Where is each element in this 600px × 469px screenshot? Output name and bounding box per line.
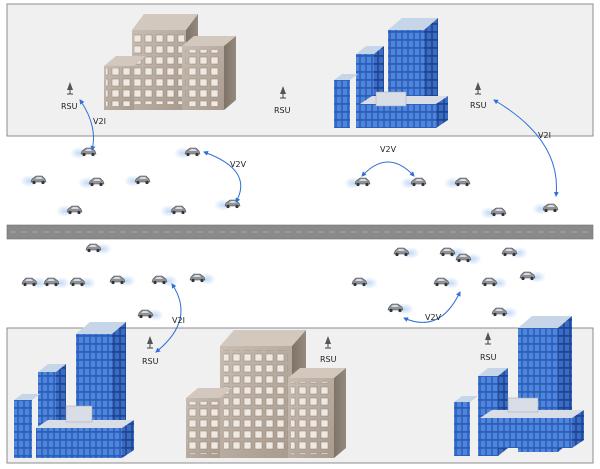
car-icon xyxy=(387,303,414,315)
car-icon xyxy=(137,309,164,321)
rsu-antenna-icon xyxy=(67,82,73,95)
v2v-label: V2V xyxy=(230,160,247,169)
rsu-antenna-icon xyxy=(485,332,491,345)
v2i-link xyxy=(79,99,96,151)
car-icon xyxy=(56,205,83,217)
car-icon xyxy=(351,277,378,289)
car-icon xyxy=(501,247,528,259)
car-icon xyxy=(20,175,47,187)
rsu-label: RSU xyxy=(480,353,497,362)
car-icon xyxy=(480,207,507,219)
v2i-label: V2I xyxy=(93,117,106,126)
rsu-label: RSU xyxy=(142,357,159,366)
car-icon xyxy=(160,205,187,217)
v2v-label: V2V xyxy=(425,313,442,322)
rsu-label: RSU xyxy=(61,102,78,111)
rsu-label: RSU xyxy=(470,101,487,110)
car-icon xyxy=(174,147,201,159)
car-icon xyxy=(109,275,136,287)
car-icon xyxy=(519,271,546,283)
glass-tower-icon xyxy=(454,316,584,456)
car-icon xyxy=(151,275,178,287)
rsu-antenna-icon xyxy=(147,336,153,349)
office-building-icon xyxy=(104,14,236,110)
car-icon xyxy=(69,277,96,289)
car-icon xyxy=(491,307,518,319)
v2v-link xyxy=(361,161,415,177)
rsu-antenna-icon xyxy=(325,336,331,349)
v2i-link xyxy=(493,99,559,197)
rsu-antenna-icon xyxy=(475,82,481,95)
v2i-link xyxy=(155,283,182,353)
v2i-label: V2I xyxy=(172,316,185,325)
v2v-link xyxy=(403,291,461,323)
v2i-label: V2I xyxy=(538,131,551,140)
office-building-icon xyxy=(186,330,346,458)
car-icon xyxy=(85,243,112,255)
car-icon xyxy=(43,277,70,289)
rsu-antenna-icon xyxy=(280,86,286,99)
car-icon xyxy=(400,177,427,189)
car-icon xyxy=(344,177,371,189)
car-icon xyxy=(78,177,105,189)
car-icon xyxy=(444,177,471,189)
car-icon xyxy=(532,203,559,215)
car-icon xyxy=(393,247,420,259)
glass-tower-icon xyxy=(334,18,448,128)
car-icon xyxy=(21,277,48,289)
car-icon xyxy=(455,253,482,265)
glass-tower-icon xyxy=(14,322,134,458)
car-icon xyxy=(124,175,151,187)
v2v-label: V2V xyxy=(380,145,397,154)
car-icon xyxy=(481,277,508,289)
v2v-link xyxy=(203,151,242,203)
car-icon xyxy=(189,273,216,285)
rsu-label: RSU xyxy=(320,355,337,364)
car-icon xyxy=(433,277,460,289)
rsu-label: RSU xyxy=(274,106,291,115)
